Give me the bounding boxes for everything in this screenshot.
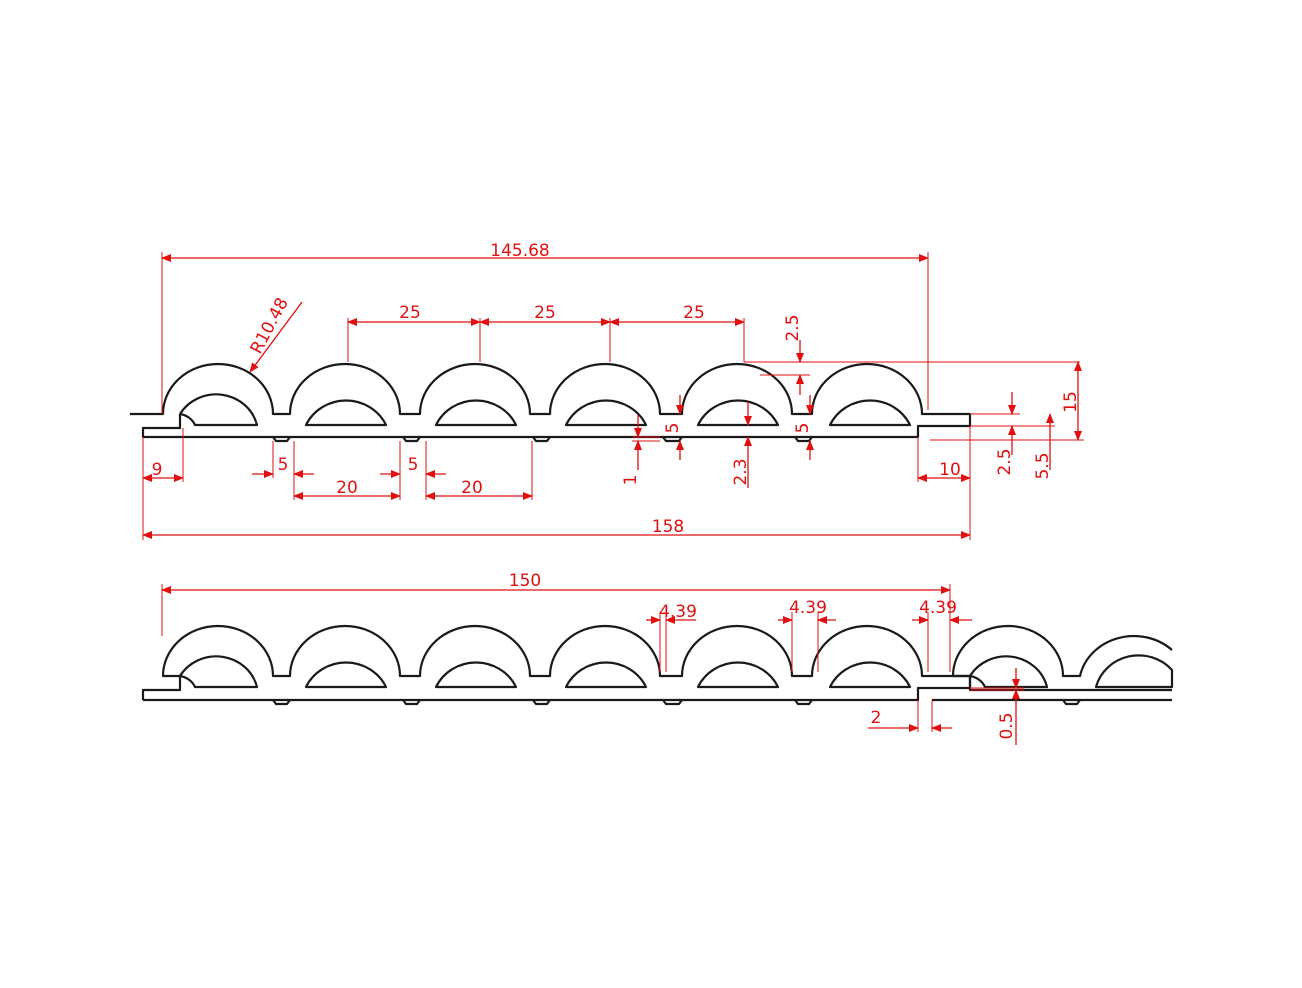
- dim-pitch-2: 25: [534, 303, 556, 323]
- bottom-profile: [141, 624, 1174, 706]
- bottom-profile-outline-left: [141, 624, 972, 702]
- dim-150: 150: [509, 571, 541, 591]
- dim-pitch-3: 25: [683, 303, 705, 323]
- bottom-inner-cell-6: [828, 661, 912, 689]
- dim-wall-2: 4.39: [789, 598, 827, 618]
- dim-gap-left: 5: [278, 455, 289, 475]
- bottom-inner-cell-5: [696, 661, 780, 689]
- bottom-inner-cell-3: [434, 661, 518, 689]
- dim-gap-mid: 5: [408, 455, 419, 475]
- dim-height: 15: [1061, 391, 1081, 413]
- top-dimensions: 145.68 R10.48 25 25 25 2.5 15 9: [142, 241, 1084, 540]
- dim-wall-1: 4.39: [659, 602, 697, 622]
- top-inner-cell-4: [564, 399, 648, 427]
- bottom-right-grooves: [1062, 699, 1081, 706]
- dim-step-2: 5.5: [1033, 452, 1053, 479]
- top-inner-cell-5: [696, 399, 780, 427]
- top-profile-outline: [130, 362, 972, 439]
- dim-span-mid: 20: [461, 478, 483, 498]
- dim-span-left: 20: [336, 478, 358, 498]
- top-profile: [130, 362, 972, 443]
- bottom-bottom-grooves: [272, 699, 813, 706]
- dim-web-2: 5: [793, 423, 813, 434]
- top-bottom-grooves: [272, 436, 813, 443]
- bottom-profile-outline-right: [932, 624, 1173, 702]
- dim-joint-offset: 0.5: [997, 712, 1017, 739]
- bottom-inner-cell-4: [564, 661, 648, 689]
- dim-total-width: 158: [652, 517, 684, 537]
- dim-step-1: 2.5: [995, 448, 1015, 475]
- dim-thickness: 2.3: [731, 458, 751, 485]
- dim-joint-gap: 2: [871, 708, 882, 728]
- dim-top-offset: 2.5: [783, 314, 803, 341]
- dim-pitch-1: 25: [399, 303, 421, 323]
- bottom-inner-cell-2: [304, 661, 388, 689]
- dim-web-1: 5: [663, 423, 683, 434]
- bottom-inner-cell-1: [179, 655, 259, 689]
- dim-wall-3: 4.39: [919, 598, 957, 618]
- top-inner-cell-6: [828, 399, 912, 427]
- top-inner-cell-3: [434, 399, 518, 427]
- bottom-dimensions: 150 4.39 4.39 4.39 2 0.5: [161, 571, 1024, 745]
- dim-tongue: 9: [152, 460, 163, 480]
- dim-groove-width: 10: [939, 460, 961, 480]
- dim-radius: R10.48: [247, 295, 293, 358]
- bottom-right-inner-cell-1: [969, 655, 1049, 689]
- top-inner-cell-2: [304, 399, 388, 427]
- dim-groove: 1: [621, 475, 641, 486]
- top-inner-cell-1: [179, 393, 259, 427]
- dim-145-68: 145.68: [490, 241, 549, 261]
- bottom-right-inner-cell-2: [1094, 654, 1174, 689]
